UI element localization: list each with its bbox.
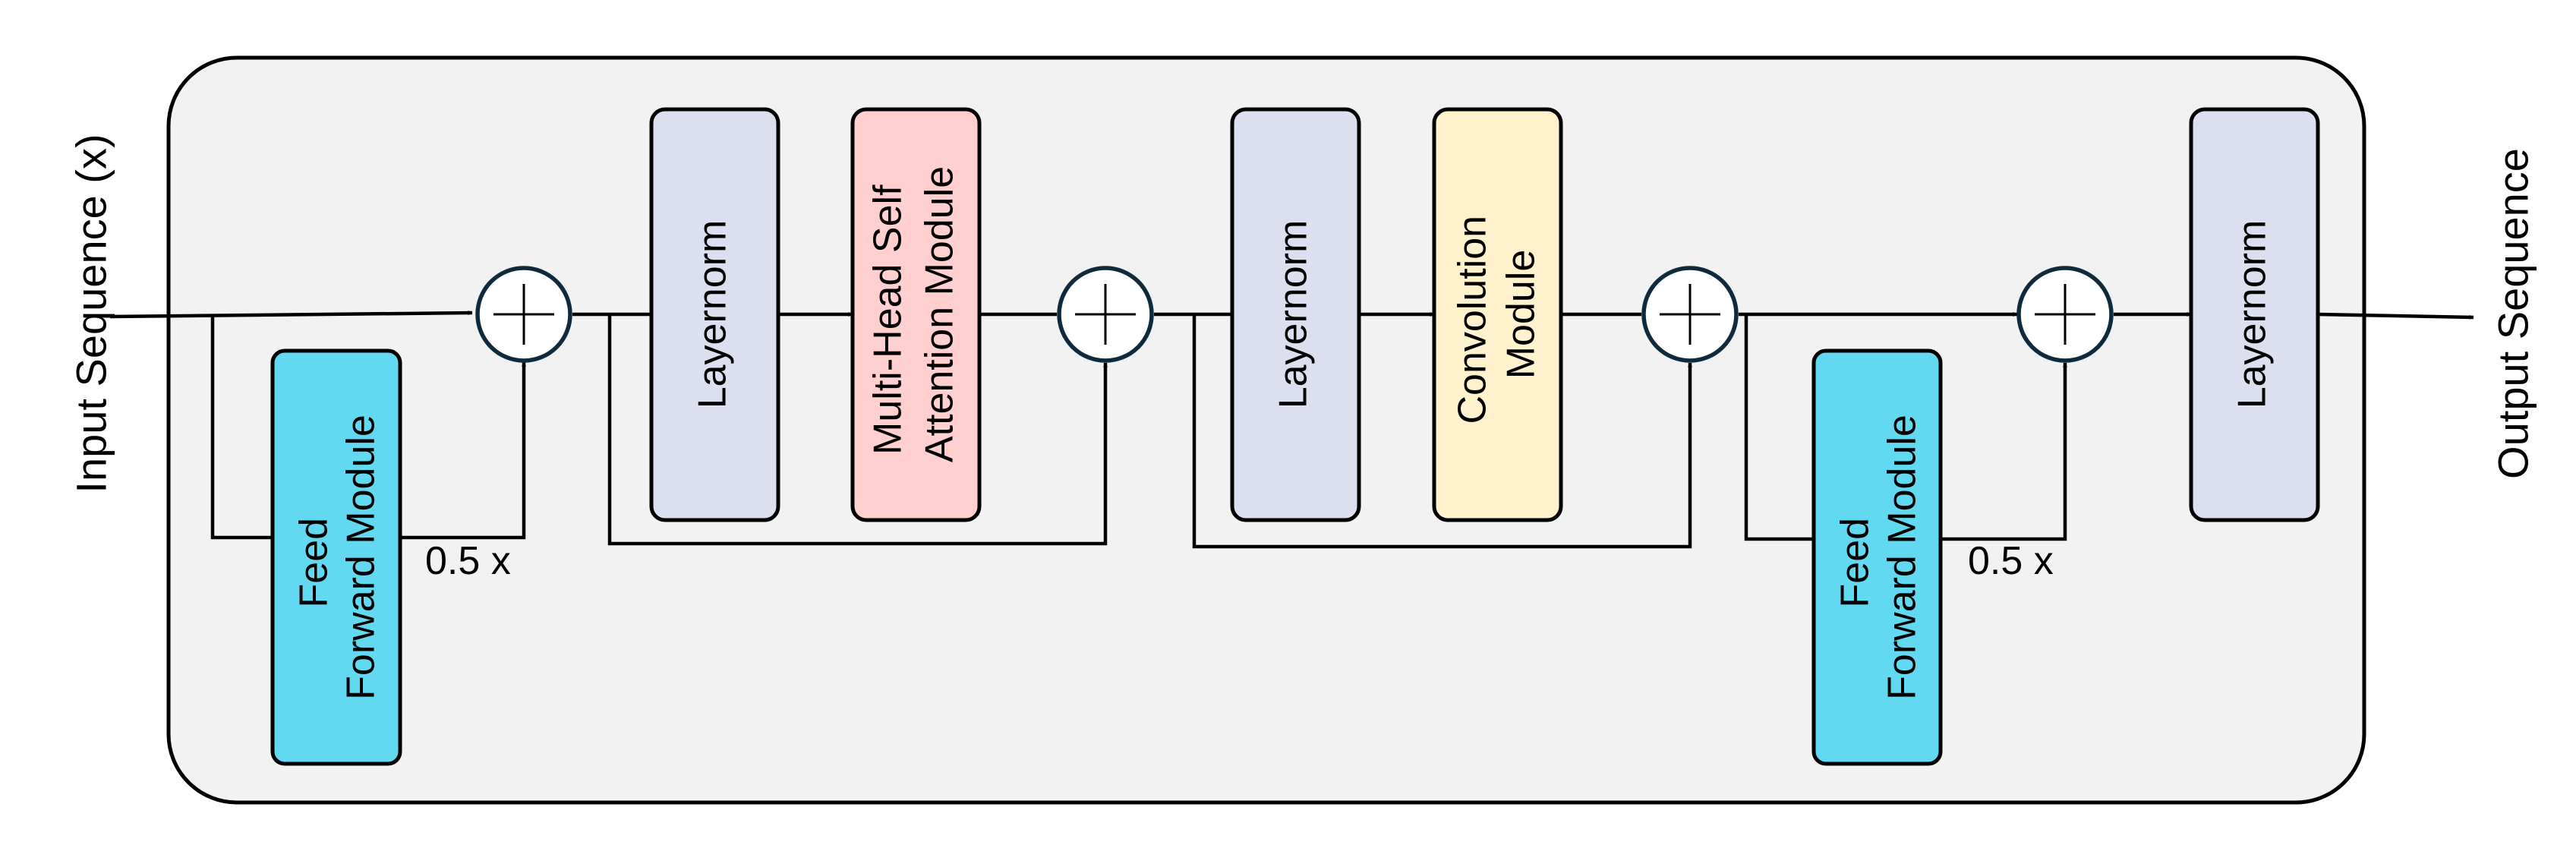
mhsa-label: Multi-Head Self Attention Module	[856, 166, 962, 462]
ffn1-label-line-1: Feed	[292, 518, 336, 608]
layernorm-3: Layernorm	[2189, 107, 2320, 522]
mhsa-box	[850, 107, 982, 522]
ffn1-input-wire	[210, 316, 273, 540]
mhsa-label-line-1: Multi-Head Self	[866, 184, 910, 455]
conv-box	[1432, 107, 1563, 522]
conv-label-line-2: Module	[1499, 250, 1543, 380]
sum-3-icon	[1641, 266, 1739, 363]
sum-4-icon	[2016, 266, 2114, 363]
ffn1-scale-label: 0.5 x	[425, 539, 511, 583]
norm1-box	[649, 107, 780, 522]
sum-2-icon	[1057, 266, 1154, 363]
layernorm-1: Layernorm	[649, 107, 780, 522]
conv-skip-arrow	[1192, 314, 1692, 549]
feed-forward-module-1: Feed Forward Module	[270, 348, 402, 766]
ffn1-output-arrow	[400, 361, 526, 540]
ffn2-output-arrow	[1941, 362, 2067, 541]
norm2-label: Layernorm	[1272, 220, 1316, 409]
feed-forward-module-2: Feed Forward Module	[1811, 348, 1943, 766]
mhsa-skip-arrow	[607, 314, 1108, 546]
ffn2-scale-label: 0.5 x	[1968, 539, 2054, 583]
ffn2-input-wire	[1744, 314, 1814, 541]
norm1-label: Layernorm	[691, 220, 735, 409]
sum-1-icon	[475, 266, 572, 363]
ffn2-box	[1811, 348, 1943, 766]
norm3-label: Layernorm	[2231, 220, 2275, 409]
ffn1-box	[270, 348, 402, 766]
mhsa-label-line-2: Attention Module	[918, 166, 962, 462]
multi-head-self-attention-module: Multi-Head Self Attention Module	[850, 107, 982, 522]
ffn2-label: Feed Forward Module	[1823, 415, 1925, 700]
layernorm-2: Layernorm	[1230, 107, 1361, 522]
norm3-box	[2189, 107, 2320, 522]
norm2-box	[1230, 107, 1361, 522]
conv-label: Convolution Module	[1440, 204, 1543, 424]
conv-label-line-1: Convolution	[1451, 216, 1495, 424]
output-sequence-label: Output Sequence	[2489, 148, 2537, 479]
output-arrow	[2317, 312, 2474, 320]
ffn1-label-line-2: Forward Module	[339, 415, 383, 700]
ffn1-label: Feed Forward Module	[282, 415, 383, 700]
input-sequence-label: Input Sequence (x)	[68, 134, 115, 493]
ffn2-label-line-1: Feed	[1833, 518, 1878, 608]
convolution-module: Convolution Module	[1432, 107, 1563, 522]
ffn2-label-line-2: Forward Module	[1881, 415, 1925, 700]
input-arrow	[109, 311, 473, 319]
